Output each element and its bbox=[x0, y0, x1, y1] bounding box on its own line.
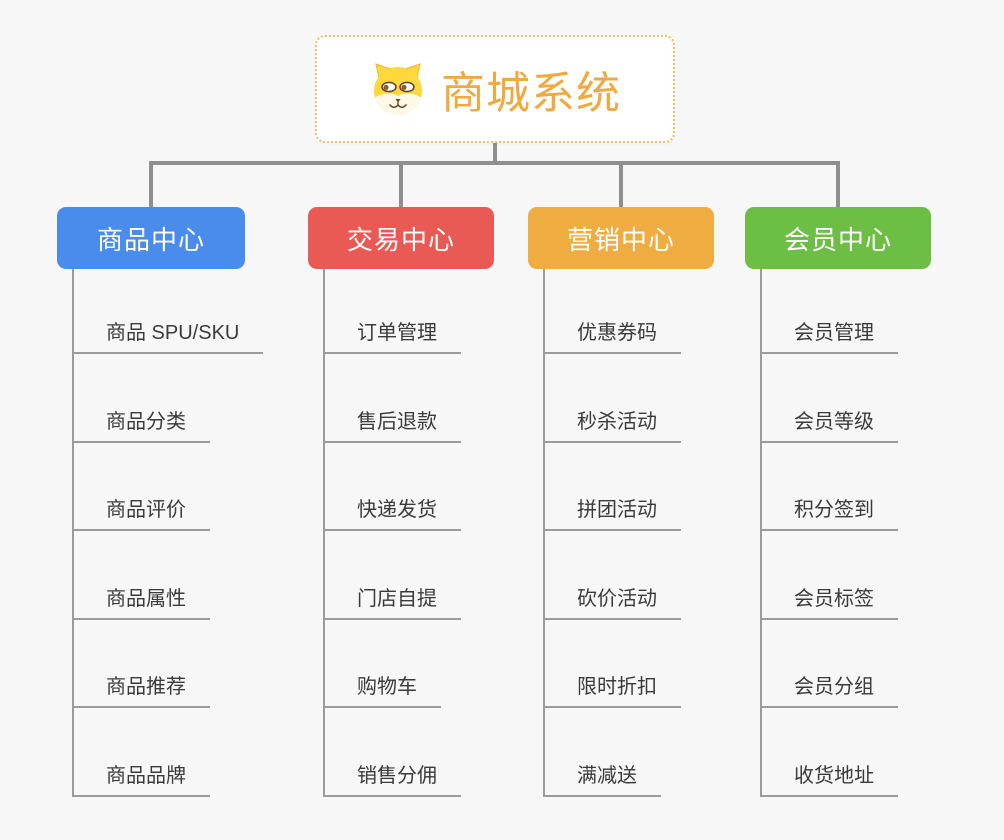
child-topic[interactable]: 会员分组 bbox=[760, 668, 898, 708]
child-topic[interactable]: 会员标签 bbox=[760, 580, 898, 620]
child-topic[interactable]: 商品推荐 bbox=[72, 668, 210, 708]
child-topic[interactable]: 秒杀活动 bbox=[543, 403, 681, 443]
child-topic[interactable]: 购物车 bbox=[323, 668, 441, 708]
root-topic-title: 商城系统 bbox=[441, 69, 621, 118]
child-topic[interactable]: 销售分佣 bbox=[323, 757, 461, 797]
child-topic[interactable]: 满减送 bbox=[543, 757, 661, 797]
child-topic[interactable]: 商品品牌 bbox=[72, 757, 210, 797]
child-topic[interactable]: 商品 SPU/SKU bbox=[72, 314, 264, 354]
connector-line bbox=[836, 161, 840, 207]
branch-topic-2[interactable]: 交易中心 bbox=[308, 207, 494, 269]
dog-face-icon bbox=[374, 63, 422, 115]
connector-line bbox=[619, 161, 623, 207]
connector-line bbox=[149, 161, 840, 165]
child-topic[interactable]: 会员管理 bbox=[760, 314, 898, 354]
connector-line bbox=[543, 269, 545, 797]
child-topic[interactable]: 收货地址 bbox=[760, 757, 898, 797]
child-topic[interactable]: 限时折扣 bbox=[543, 668, 681, 708]
child-topic[interactable]: 拼团活动 bbox=[543, 491, 681, 531]
child-topic[interactable]: 订单管理 bbox=[323, 314, 461, 354]
connector-line bbox=[323, 269, 325, 797]
connector-line bbox=[493, 143, 497, 165]
connector-line bbox=[760, 269, 762, 797]
child-topic[interactable]: 售后退款 bbox=[323, 403, 461, 443]
branch-topic-1[interactable]: 商品中心 bbox=[57, 207, 245, 269]
branch-topic-4[interactable]: 会员中心 bbox=[745, 207, 931, 269]
connector-line bbox=[399, 161, 403, 207]
child-topic[interactable]: 快递发货 bbox=[323, 491, 461, 531]
child-topic[interactable]: 商品分类 bbox=[72, 403, 210, 443]
branch-topic-3[interactable]: 营销中心 bbox=[528, 207, 714, 269]
connector-line bbox=[149, 161, 153, 207]
child-topic[interactable]: 商品评价 bbox=[72, 491, 210, 531]
root-topic[interactable]: 商城系统 bbox=[315, 35, 675, 143]
child-topic[interactable]: 优惠券码 bbox=[543, 314, 681, 354]
child-topic[interactable]: 门店自提 bbox=[323, 580, 461, 620]
child-topic[interactable]: 商品属性 bbox=[72, 580, 210, 620]
child-topic[interactable]: 积分签到 bbox=[760, 491, 898, 531]
child-topic[interactable]: 会员等级 bbox=[760, 403, 898, 443]
connector-line bbox=[72, 269, 74, 797]
child-topic[interactable]: 砍价活动 bbox=[543, 580, 681, 620]
